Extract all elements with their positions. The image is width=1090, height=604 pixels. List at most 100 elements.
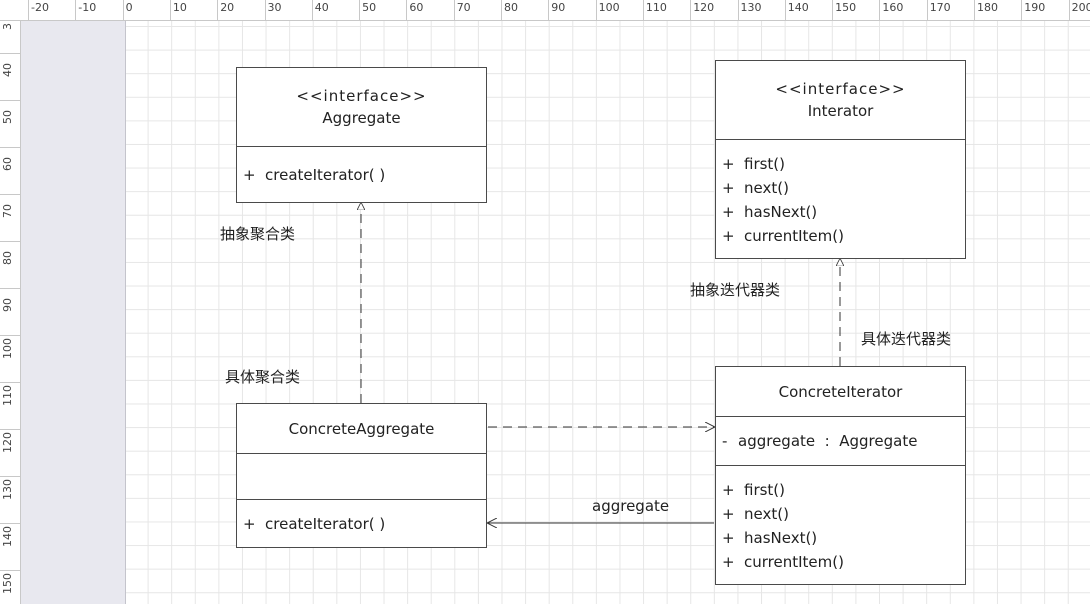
ruler-tick xyxy=(0,476,20,477)
operation-name: currentItem() xyxy=(744,553,844,571)
ruler-tick xyxy=(0,100,20,101)
visibility-marker: + xyxy=(722,481,735,499)
attributes-compartment xyxy=(237,454,486,500)
ruler-tick xyxy=(974,0,975,20)
class-name: ConcreteIterator xyxy=(778,382,903,401)
operation-name: hasNext() xyxy=(744,529,818,547)
ruler-label: 150 xyxy=(835,1,857,14)
ruler-label: 50 xyxy=(362,1,377,14)
ruler-label: 130 xyxy=(740,1,762,14)
operation-row: +currentItem() xyxy=(722,224,959,248)
ruler-label: 190 xyxy=(1024,1,1046,14)
ruler-tick xyxy=(0,147,20,148)
ruler-label: 80 xyxy=(504,1,518,14)
operation-name: next() xyxy=(744,179,789,197)
ruler-tick xyxy=(28,0,29,20)
aggregate-interface-class[interactable]: <<interface>> Aggregate + createIterator(… xyxy=(236,67,487,203)
visibility-marker: - xyxy=(722,432,728,450)
operation-name: first() xyxy=(744,155,786,173)
operations-compartment: + createIterator( ) xyxy=(237,147,486,193)
visibility-marker: + xyxy=(722,203,735,221)
ruler-tick xyxy=(359,0,361,20)
concrete-iterator-annotation[interactable]: 具体迭代器类 xyxy=(861,330,952,348)
ruler-tick xyxy=(642,0,644,20)
abstract-iterator-annotation[interactable]: 抽象迭代器类 xyxy=(690,281,781,299)
ruler-tick xyxy=(879,0,881,20)
ruler-label: 110 xyxy=(645,1,667,14)
ruler-tick xyxy=(0,53,20,54)
operation-row: + hasNext() xyxy=(722,200,959,224)
ruler-label: 70 xyxy=(456,1,471,14)
ruler-label: 100 xyxy=(598,1,620,14)
ruler-tick xyxy=(311,0,313,20)
ruler-tick xyxy=(169,0,171,20)
visibility-marker: + xyxy=(722,553,735,571)
concrete-iterator-class[interactable]: ConcreteIterator -aggregate : Aggregate … xyxy=(715,366,966,585)
ruler-label: 60 xyxy=(409,1,424,14)
ruler-tick xyxy=(75,0,77,20)
ruler-label: -10 xyxy=(78,1,97,14)
canvas-offpage-area xyxy=(21,21,126,604)
operation-row: + first() xyxy=(722,152,959,176)
visibility-marker: + xyxy=(243,515,256,533)
visibility-marker: + xyxy=(722,179,735,197)
ruler-tick xyxy=(0,429,20,430)
association-label[interactable]: aggregate xyxy=(592,497,670,515)
operation-row: +createIterator( ) xyxy=(243,512,480,536)
ruler-tick xyxy=(784,0,786,20)
ruler-tick xyxy=(0,570,20,571)
operation-name: first() xyxy=(744,481,786,499)
visibility-marker: + xyxy=(722,505,735,523)
ruler-tick xyxy=(264,0,266,20)
class-name: Interator xyxy=(807,102,874,120)
ruler-tick xyxy=(737,0,739,20)
class-header: <<interface>> Interator xyxy=(716,61,965,140)
ruler-tick xyxy=(0,241,20,242)
ruler-label: 120 xyxy=(693,1,715,14)
ruler-label: 30 xyxy=(267,1,282,14)
ruler-label: 200 xyxy=(1071,1,1090,14)
ruler-tick xyxy=(406,0,408,20)
concrete-aggregate-annotation[interactable]: 具体聚合类 xyxy=(225,368,301,386)
ruler-label: 90 xyxy=(551,1,566,14)
visibility-marker: + xyxy=(722,155,735,173)
ruler-tick xyxy=(548,0,550,20)
class-name: Aggregate xyxy=(322,109,401,127)
operation-name: currentItem() xyxy=(744,227,844,245)
operation-name: createIterator( ) xyxy=(265,166,386,184)
operation-name: hasNext() xyxy=(744,203,818,221)
concrete-aggregate-class[interactable]: ConcreteAggregate +createIterator( ) xyxy=(236,403,487,548)
class-header: ConcreteAggregate xyxy=(237,404,486,454)
abstract-aggregate-annotation[interactable]: 抽象聚合类 xyxy=(220,225,296,243)
ruler-label: -20 xyxy=(31,1,49,14)
operation-row: + next() xyxy=(722,502,959,526)
visibility-marker: + xyxy=(722,529,735,547)
operations-compartment: + first() + next() + hasNext() +currentItem… xyxy=(716,140,965,254)
operations-compartment: +createIterator( ) xyxy=(237,500,486,542)
ruler-tick xyxy=(501,0,502,20)
ruler-tick xyxy=(832,0,834,20)
operation-row: + createIterator( ) xyxy=(243,163,480,187)
operation-name: next() xyxy=(744,505,789,523)
operation-row: + hasNext() xyxy=(722,526,959,550)
ruler-label: 20 xyxy=(220,1,235,14)
class-name: ConcreteAggregate xyxy=(288,419,435,438)
ruler-tick xyxy=(1068,0,1070,20)
iterator-interface-class[interactable]: <<interface>> Interator + first() + next()… xyxy=(715,60,966,259)
ruler-tick xyxy=(0,523,20,524)
ruler-label: 170 xyxy=(929,1,951,14)
ruler-tick xyxy=(0,382,20,383)
ruler-tick xyxy=(595,0,597,20)
attribute-name: aggregate : Aggregate xyxy=(738,432,918,450)
ruler-label: 180 xyxy=(977,1,998,14)
visibility-marker: + xyxy=(243,166,256,184)
ruler-tick xyxy=(690,0,692,20)
ruler-label: 0 xyxy=(125,1,133,14)
ruler-label: 140 xyxy=(787,1,809,14)
ruler-tick xyxy=(926,0,928,20)
stereotype-label: <<interface>> xyxy=(296,87,427,105)
ruler-label: 10 xyxy=(172,1,187,14)
class-header: ConcreteIterator xyxy=(716,367,965,417)
